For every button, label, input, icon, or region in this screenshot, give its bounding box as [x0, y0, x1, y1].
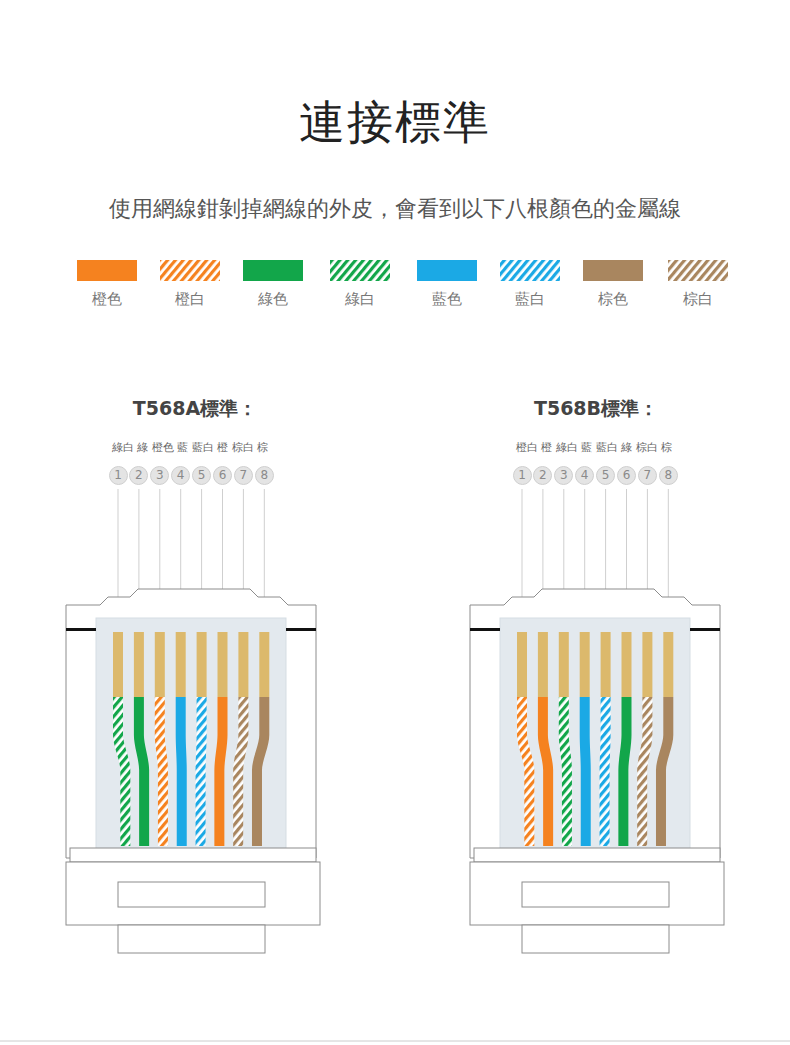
gold-contact [663, 632, 673, 697]
striped-swatch [668, 260, 728, 281]
plug-window [96, 618, 286, 850]
pin-number-circle: 5 [596, 466, 615, 485]
gold-contact [622, 632, 632, 697]
color-swatch [417, 260, 477, 281]
pin-number: 4 [177, 469, 185, 481]
wire [139, 697, 144, 846]
pin-number-circle: 6 [617, 466, 636, 485]
wire [522, 697, 529, 846]
wire [661, 697, 668, 846]
legend-label: 綠色 [258, 290, 288, 309]
wire [605, 697, 606, 846]
pin-number-circle: 5 [192, 466, 211, 485]
pin-number: 8 [260, 469, 268, 481]
pin-number: 2 [539, 469, 547, 481]
wire [238, 697, 243, 846]
legend-label: 棕白 [683, 290, 713, 309]
gold-contact [113, 632, 123, 697]
wire [642, 697, 647, 846]
striped-swatch [330, 260, 390, 281]
plug-body [470, 589, 720, 858]
gold-contact [559, 632, 569, 697]
rj45-plug [66, 489, 320, 953]
pin-number-circle: 3 [150, 466, 169, 485]
legend-label: 綠白 [345, 290, 375, 309]
pin-number: 7 [240, 469, 248, 481]
wire [623, 697, 626, 846]
pin-number-circle: 7 [638, 466, 657, 485]
pin-number-circle: 6 [213, 466, 232, 485]
gold-contact [218, 632, 228, 697]
pin-number: 4 [581, 469, 589, 481]
pin-number: 7 [644, 469, 652, 481]
color-swatch [583, 260, 643, 281]
gold-contact [517, 632, 527, 697]
gold-contact [601, 632, 611, 697]
pin-number-circle: 4 [575, 466, 594, 485]
gold-contact [259, 632, 269, 697]
gold-contact [580, 632, 590, 697]
standard-heading: T568A標準： [133, 396, 257, 422]
legend-label: 棕色 [598, 290, 628, 309]
pin-number: 5 [602, 469, 610, 481]
gold-contact [538, 632, 548, 697]
color-swatch [243, 260, 303, 281]
pin-number-circle: 7 [234, 466, 253, 485]
pin-number-circle: 1 [513, 466, 532, 485]
rj45-plug [470, 489, 724, 953]
pin-number-circle: 8 [659, 466, 678, 485]
pin-number-circle: 4 [171, 466, 190, 485]
pin-number: 6 [623, 469, 631, 481]
gold-contact [155, 632, 165, 697]
striped-swatch [160, 260, 220, 281]
pin-number: 2 [135, 469, 143, 481]
pin-number: 8 [664, 469, 672, 481]
plug-boot [66, 862, 320, 925]
legend-label: 藍白 [515, 290, 545, 309]
pin-number: 3 [156, 469, 164, 481]
color-swatch [77, 260, 137, 281]
wire [543, 697, 548, 846]
wire [219, 697, 222, 846]
wire [257, 697, 264, 846]
page-title: 連接標準 [299, 92, 491, 154]
pin-number-circle: 2 [533, 466, 552, 485]
pin-color-order: 綠白 綠 橙色 藍 藍白 橙 棕白 棕 [112, 440, 268, 455]
standard-heading: T568B標準： [534, 396, 658, 422]
legend-label: 藍色 [432, 290, 462, 309]
pin-number-circle: 8 [255, 466, 274, 485]
footer-rule [0, 1041, 790, 1042]
plug-window [500, 618, 690, 850]
pin-number: 1 [114, 469, 122, 481]
pin-color-order: 橙白 橙 綠白 藍 藍白 綠 棕白 棕 [516, 440, 672, 455]
subtitle: 使用網線鉗剝掉網線的外皮，會看到以下八根顏色的金屬線 [109, 194, 681, 224]
wire [564, 697, 567, 846]
gold-contact [134, 632, 144, 697]
pin-number: 3 [560, 469, 568, 481]
wire [181, 697, 182, 846]
wire [585, 697, 586, 846]
plug-boot [470, 862, 724, 925]
legend-label: 橙色 [92, 290, 122, 309]
pin-number: 6 [219, 469, 227, 481]
pin-number: 1 [518, 469, 526, 481]
pin-number-circle: 2 [129, 466, 148, 485]
wire [160, 697, 163, 846]
pin-number-circle: 1 [109, 466, 128, 485]
gold-contact [197, 632, 207, 697]
gold-contact [238, 632, 248, 697]
plug-body [66, 589, 316, 858]
wire [118, 697, 125, 846]
striped-swatch [500, 260, 560, 281]
wire [201, 697, 202, 846]
gold-contact [642, 632, 652, 697]
legend-label: 橙白 [175, 290, 205, 309]
gold-contact [176, 632, 186, 697]
pin-number: 5 [198, 469, 206, 481]
pin-number-circle: 3 [554, 466, 573, 485]
